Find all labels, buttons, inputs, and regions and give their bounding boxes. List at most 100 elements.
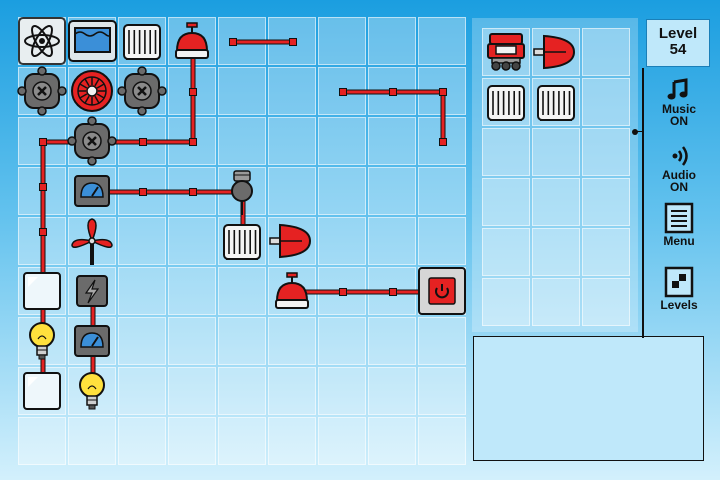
bulb[interactable] [29, 322, 55, 360]
board-cell[interactable] [118, 267, 166, 315]
turbine[interactable] [71, 70, 113, 112]
board-cell[interactable] [418, 17, 466, 65]
inventory-cell[interactable] [532, 178, 580, 226]
board-cell[interactable] [218, 367, 266, 415]
board-cell[interactable] [118, 367, 166, 415]
power-switch[interactable] [418, 267, 466, 315]
board-cell[interactable] [318, 17, 366, 65]
meter[interactable] [74, 175, 110, 207]
board-cell[interactable] [118, 217, 166, 265]
radiator[interactable] [537, 85, 575, 121]
junction[interactable] [67, 116, 117, 166]
board-cell[interactable] [418, 417, 466, 465]
ice-block[interactable] [23, 272, 61, 310]
board-cell[interactable] [218, 117, 266, 165]
board-cell[interactable] [268, 17, 316, 65]
board-cell[interactable] [318, 117, 366, 165]
board-cell[interactable] [218, 417, 266, 465]
menu-button[interactable]: Menu [648, 202, 710, 247]
board-cell[interactable] [168, 367, 216, 415]
board-cell[interactable] [318, 167, 366, 215]
board-cell[interactable] [368, 367, 416, 415]
inventory-cell[interactable] [582, 78, 630, 126]
inventory-cell[interactable] [482, 178, 530, 226]
fan[interactable] [71, 218, 113, 265]
board-cell[interactable] [368, 167, 416, 215]
atom-reactor[interactable] [18, 17, 66, 65]
board-cell[interactable] [18, 117, 66, 165]
audio-toggle-button[interactable]: Audio ON [648, 144, 710, 193]
board-cell[interactable] [168, 67, 216, 115]
board-cell[interactable] [218, 267, 266, 315]
levels-button[interactable]: Levels [648, 266, 710, 311]
inventory-cell[interactable] [582, 278, 630, 326]
radiator[interactable] [487, 85, 525, 121]
locomotive[interactable] [487, 33, 525, 71]
board-cell[interactable] [218, 67, 266, 115]
inventory-cell[interactable] [482, 228, 530, 276]
board-cell[interactable] [168, 267, 216, 315]
board-cell[interactable] [268, 117, 316, 165]
board-cell[interactable] [318, 417, 366, 465]
bulb[interactable] [79, 372, 105, 410]
board-cell[interactable] [268, 317, 316, 365]
board-cell[interactable] [368, 317, 416, 365]
board-cell[interactable] [218, 17, 266, 65]
radiator[interactable] [223, 224, 261, 260]
inventory-cell[interactable] [582, 228, 630, 276]
board-cell[interactable] [418, 167, 466, 215]
music-toggle-button[interactable]: Music ON [648, 78, 710, 127]
board-cell[interactable] [168, 417, 216, 465]
board-cell[interactable] [318, 217, 366, 265]
board-cell[interactable] [368, 17, 416, 65]
inventory-cell[interactable] [482, 128, 530, 176]
board-cell[interactable] [118, 117, 166, 165]
board-cell[interactable] [268, 367, 316, 415]
inventory-cell[interactable] [532, 228, 580, 276]
board-cell[interactable] [18, 417, 66, 465]
propeller[interactable] [269, 223, 312, 259]
board-cell[interactable] [418, 117, 466, 165]
board-cell[interactable] [418, 317, 466, 365]
inventory-cell[interactable] [482, 278, 530, 326]
inventory-cell[interactable] [582, 178, 630, 226]
board-cell[interactable] [418, 367, 466, 415]
valve[interactable] [175, 22, 209, 59]
board-cell[interactable] [318, 67, 366, 115]
inventory-cell[interactable] [582, 128, 630, 176]
board-cell[interactable] [268, 67, 316, 115]
inventory-cell[interactable] [582, 28, 630, 76]
board-cell[interactable] [168, 117, 216, 165]
ice-block[interactable] [23, 372, 61, 410]
board-cell[interactable] [368, 67, 416, 115]
board-cell[interactable] [218, 317, 266, 365]
board-cell[interactable] [418, 67, 466, 115]
junction[interactable] [117, 66, 167, 116]
board-cell[interactable] [168, 217, 216, 265]
board-cell[interactable] [18, 167, 66, 215]
board-cell[interactable] [18, 217, 66, 265]
board-cell[interactable] [118, 417, 166, 465]
propeller[interactable] [533, 34, 576, 70]
board-cell[interactable] [368, 267, 416, 315]
board-cell[interactable] [168, 317, 216, 365]
board-cell[interactable] [368, 217, 416, 265]
board-cell[interactable] [368, 417, 416, 465]
radiator[interactable] [123, 24, 161, 60]
junction[interactable] [17, 66, 67, 116]
board-cell[interactable] [68, 417, 116, 465]
water-tank[interactable] [68, 20, 117, 62]
board-cell[interactable] [318, 367, 366, 415]
bulb-socket[interactable] [231, 170, 253, 215]
board-cell[interactable] [118, 317, 166, 365]
inventory-cell[interactable] [532, 278, 580, 326]
inventory-cell[interactable] [532, 128, 580, 176]
meter[interactable] [74, 325, 110, 357]
generator[interactable] [76, 275, 108, 307]
valve[interactable] [275, 272, 309, 309]
board-cell[interactable] [418, 217, 466, 265]
board-cell[interactable] [168, 167, 216, 215]
board-cell[interactable] [318, 317, 366, 365]
board-cell[interactable] [368, 117, 416, 165]
board-cell[interactable] [268, 417, 316, 465]
